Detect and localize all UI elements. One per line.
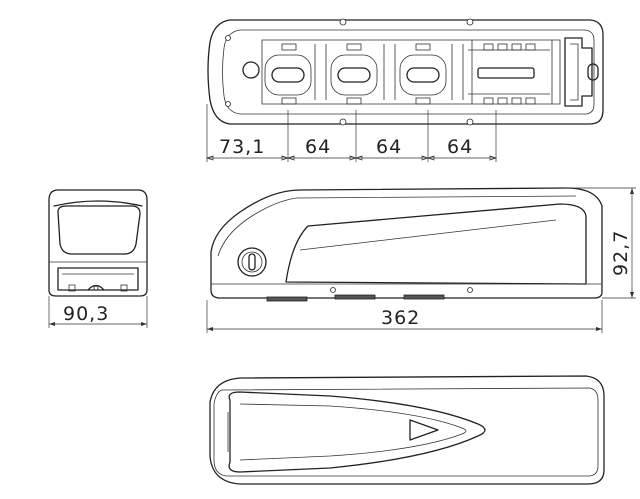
dim-top-offset: 73,1 [219, 136, 265, 158]
dim-top-pitch-3: 64 [447, 136, 473, 158]
mount-slot-4 [477, 67, 535, 79]
mount-pad-1 [266, 296, 308, 302]
bottom-view-battery-top [209, 375, 605, 485]
overall-height-dimension-lines [566, 187, 636, 299]
top-dimension-lines [205, 104, 498, 162]
mount-pad-3 [403, 294, 445, 300]
top-view-base [207, 18, 604, 126]
overall-length-dimension-lines [206, 300, 603, 333]
dim-overall-height: 92,7 [610, 230, 632, 276]
end-width-dimension-lines [48, 296, 148, 328]
side-view [210, 187, 603, 302]
mount-pad-2 [334, 294, 376, 300]
dim-overall-length: 362 [381, 307, 420, 329]
dim-top-pitch-1: 64 [305, 136, 331, 158]
mount-slot-1 [271, 67, 305, 83]
mount-slot-2 [337, 67, 371, 83]
end-view [48, 189, 148, 297]
dim-top-pitch-2: 64 [376, 136, 402, 158]
dim-end-width: 90,3 [63, 303, 109, 325]
mount-slot-3 [406, 67, 440, 83]
key-lock-icon [237, 247, 267, 277]
